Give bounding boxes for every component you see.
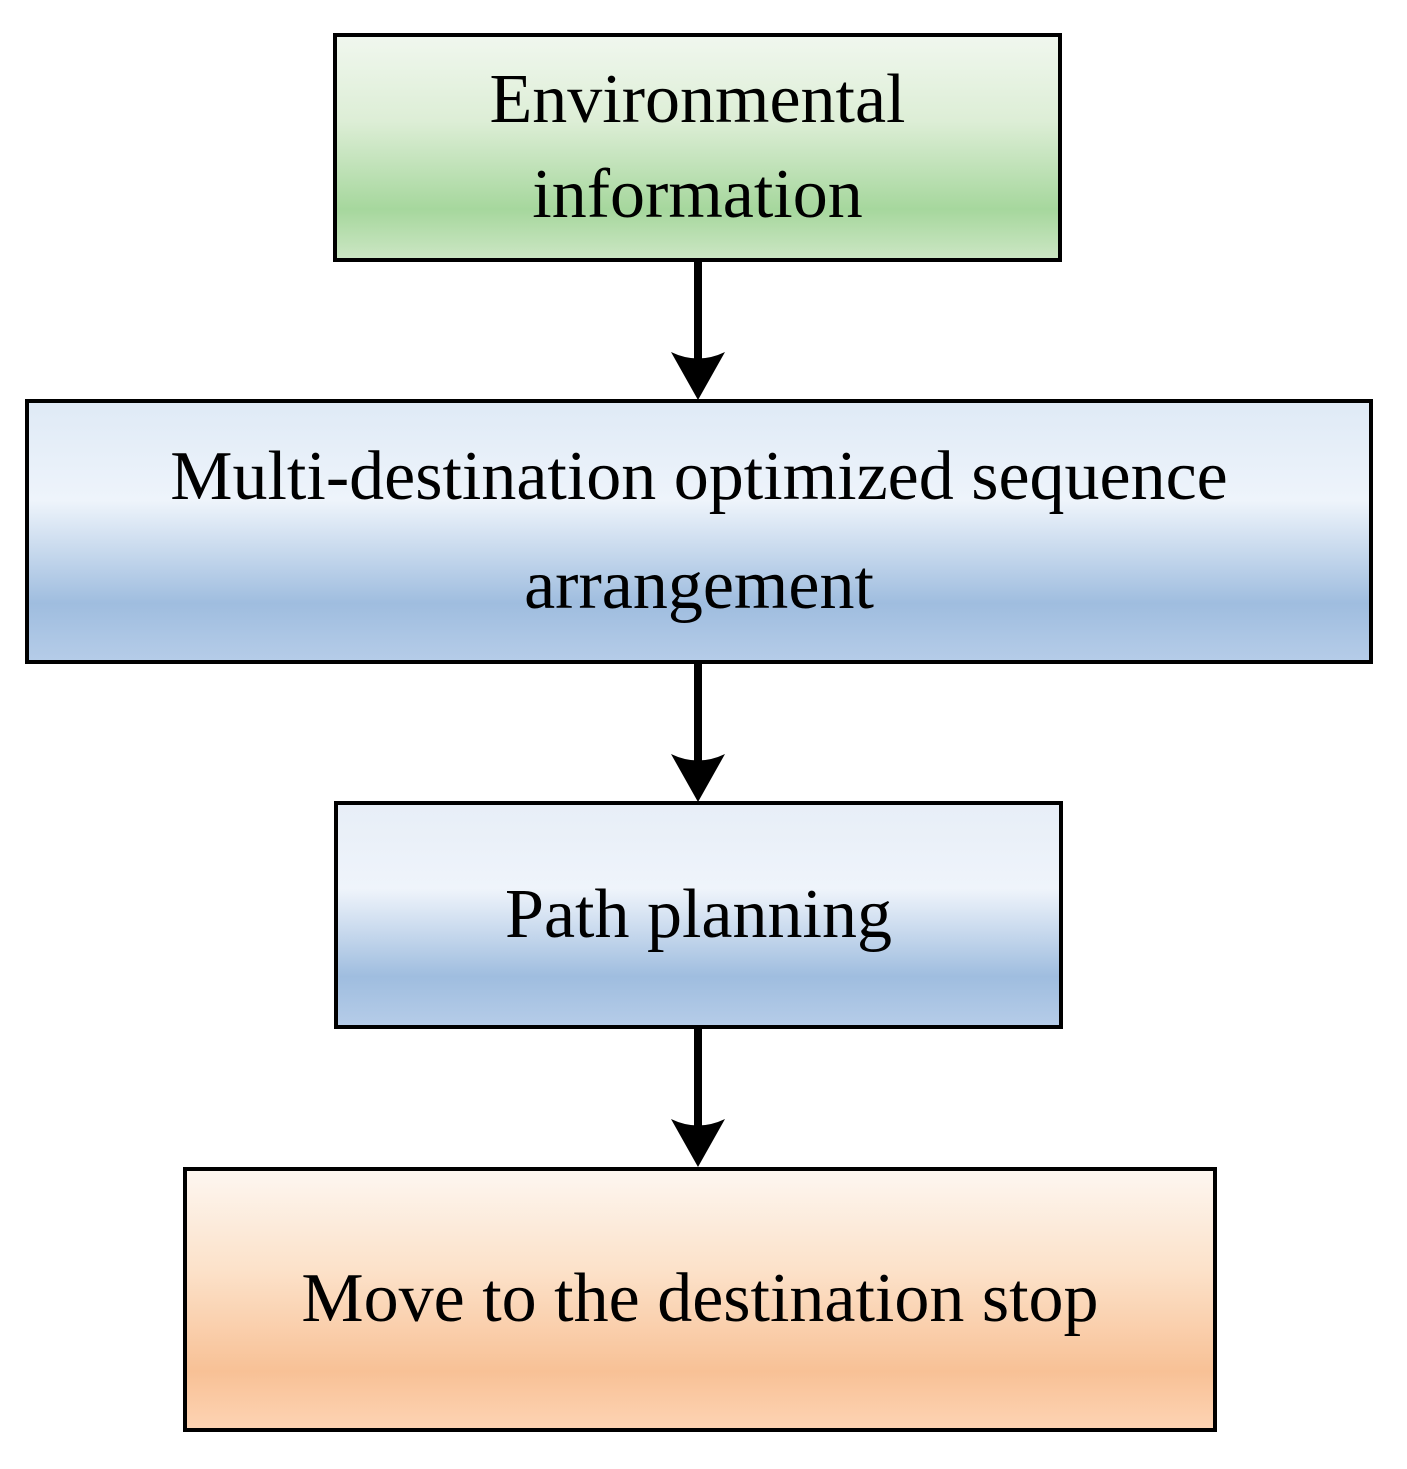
flow-arrow-3 [670, 1029, 726, 1167]
arrow-down-icon [671, 1029, 725, 1167]
flow-arrow-2 [670, 664, 726, 802]
node-multi-destination-optimized-sequence-arrangement: Multi-destination optimized sequence arr… [25, 399, 1373, 664]
node-environmental-information-label: Environmental information [489, 61, 906, 233]
node-path-planning: Path planning [334, 801, 1063, 1029]
node-environmental-information: Environmental information [333, 33, 1062, 262]
node-move-to-destination-stop-label: Move to the destination stop [301, 1260, 1099, 1338]
node-path-planning-label: Path planning [505, 875, 892, 953]
arrow-down-icon [671, 664, 725, 802]
arrow-down-icon [671, 262, 725, 400]
node-move-to-destination-stop: Move to the destination stop [183, 1167, 1217, 1432]
node-multi-destination-label: Multi-destination optimized sequence arr… [170, 438, 1228, 624]
flow-arrow-1 [670, 262, 726, 400]
